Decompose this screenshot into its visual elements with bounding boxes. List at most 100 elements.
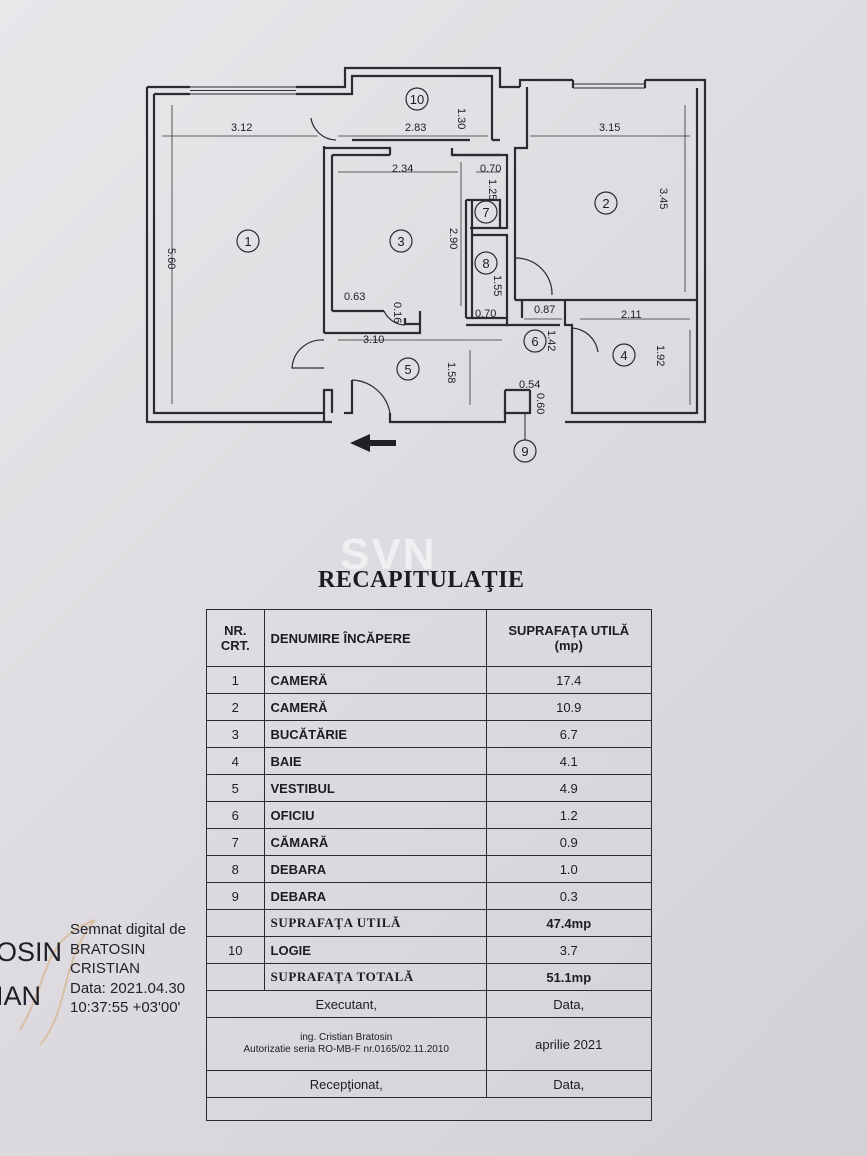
cell-area: 4.9 <box>485 774 652 802</box>
svg-text:7: 7 <box>482 205 489 220</box>
blank-cell <box>206 1097 652 1121</box>
dim-label: 2.90 <box>447 228 459 249</box>
cell-nr: 5 <box>206 774 265 802</box>
executant-row: Executant, Data, <box>206 990 652 1018</box>
svg-text:4: 4 <box>620 348 627 363</box>
room-marker-4: 4 <box>612 343 636 367</box>
dim-label: 0.87 <box>534 304 555 316</box>
dim-label: 2.83 <box>405 122 426 134</box>
dim-label: 3.10 <box>363 334 384 346</box>
receptionat-row: Recepţionat, Data, <box>206 1070 652 1098</box>
dim-label: 0.54 <box>519 379 540 391</box>
cell-name: BUCĂTĂRIE <box>263 720 487 748</box>
cell-area: 0.3 <box>485 882 652 910</box>
svg-text:5: 5 <box>404 362 411 377</box>
cell-name: CĂMARĂ <box>263 828 487 856</box>
signature-line: CRISTIAN <box>70 960 141 977</box>
watermark: SVN <box>340 530 437 579</box>
svg-text:2: 2 <box>602 196 609 211</box>
dim-label: 0.60 <box>534 393 546 414</box>
dim-label: 2.11 <box>621 309 642 321</box>
cell-name: LOGIE <box>263 936 487 964</box>
signer-row: ing. Cristian Bratosin Autorizatie seria… <box>206 1017 652 1071</box>
header-nr: NR. CRT. <box>206 609 265 667</box>
authorization-number: Autorizatie seria RO-MB-F nr.0165/02.11.… <box>243 1044 449 1055</box>
signature-scribble <box>19 919 96 1046</box>
cell-name: DEBARA <box>263 882 487 910</box>
cell-name: DEBARA <box>263 855 487 883</box>
signature-line: Data: 2021.04.30 <box>70 979 186 997</box>
svg-text:9: 9 <box>521 444 528 459</box>
room-marker-5: 5 <box>396 357 420 381</box>
cell-area: 0.9 <box>485 828 652 856</box>
signature-name-large: OSIN IAN <box>0 930 62 1018</box>
dim-label: 2.34 <box>392 163 413 175</box>
dim-label: 1.25 <box>486 179 498 200</box>
cell-nr: 1 <box>206 666 265 694</box>
signature-line: BRATOSIN <box>70 940 146 958</box>
dim-label: 1.58 <box>445 362 457 383</box>
useful-area-label: SUPRAFAŢA UTILĂ <box>263 909 487 937</box>
dim-label: 0.63 <box>344 291 365 303</box>
entrance-arrow-icon <box>350 434 396 452</box>
signature-line: 10:37:55 +03'00' <box>70 999 181 1016</box>
signature-large-line: OSIN <box>0 937 63 967</box>
dim-label: 1.55 <box>491 275 503 296</box>
document-date: aprilie 2021 <box>485 1017 652 1071</box>
room-marker-9: 9 <box>513 412 537 463</box>
cell-area: 3.7 <box>485 936 652 964</box>
data-label: Data, <box>485 990 652 1018</box>
room-marker-2: 2 <box>594 191 618 215</box>
useful-area-value: 47.4mp <box>485 909 652 937</box>
signature-line: Semnat digital de <box>70 921 186 938</box>
dim-label: 3.15 <box>599 122 620 134</box>
cell-name: OFICIU <box>263 801 487 829</box>
cell-nr: 4 <box>206 747 265 775</box>
executant-label: Executant, <box>206 990 487 1018</box>
total-area-row: SUPRAFAŢA TOTALĂ 51.1mp <box>206 963 652 991</box>
cell-nr: 9 <box>206 882 265 910</box>
dim-label: 3.45 <box>657 188 669 209</box>
page-title: RECAPITULAŢIE <box>318 567 525 593</box>
cell-name: CAMERĂ <box>263 693 487 721</box>
room-marker-1: 1 <box>236 229 260 253</box>
header-area: SUPRAFAŢA UTILĂ (mp) <box>485 609 652 667</box>
cell-area: 4.1 <box>485 747 652 775</box>
cell-nr: 6 <box>206 801 265 829</box>
dim-label: 1.92 <box>654 345 666 366</box>
header-name: DENUMIRE ÎNCĂPERE <box>263 609 487 667</box>
cell-area: 1.2 <box>485 801 652 829</box>
cell-area: 1.0 <box>485 855 652 883</box>
blank-row <box>206 1097 652 1121</box>
total-area-value: 51.1mp <box>485 963 652 991</box>
cell-nr: 2 <box>206 693 265 721</box>
svg-text:10: 10 <box>410 92 424 107</box>
total-area-label: SUPRAFAŢA TOTALĂ <box>263 963 487 991</box>
room-marker-6: 6 <box>523 329 547 353</box>
dim-label: 3.12 <box>231 122 252 134</box>
engineer-name: ing. Cristian Bratosin <box>300 1032 393 1043</box>
table-header-row: NR. CRT. DENUMIRE ÎNCĂPERE SUPRAFAŢA UTI… <box>206 609 652 667</box>
cell-nr: 7 <box>206 828 265 856</box>
svg-text:3: 3 <box>397 234 404 249</box>
room-marker-3: 3 <box>389 229 413 253</box>
cell-nr: 3 <box>206 720 265 748</box>
cell-name: BAIE <box>263 747 487 775</box>
signer-cell: ing. Cristian Bratosin Autorizatie seria… <box>206 1017 487 1071</box>
useful-area-row: SUPRAFAŢA UTILĂ 47.4mp <box>206 909 652 937</box>
dim-label: 0.70 <box>480 163 501 175</box>
dim-label: 5.60 <box>165 248 177 269</box>
cell-empty <box>206 909 265 937</box>
cell-name: CAMERĂ <box>263 666 487 694</box>
cell-area: 6.7 <box>485 720 652 748</box>
digital-signature-text: Semnat digital de BRATOSIN CRISTIAN Data… <box>70 920 186 1018</box>
room-marker-10: 10 <box>405 87 429 111</box>
data-label-2: Data, <box>485 1070 652 1098</box>
svg-text:1: 1 <box>244 234 251 249</box>
